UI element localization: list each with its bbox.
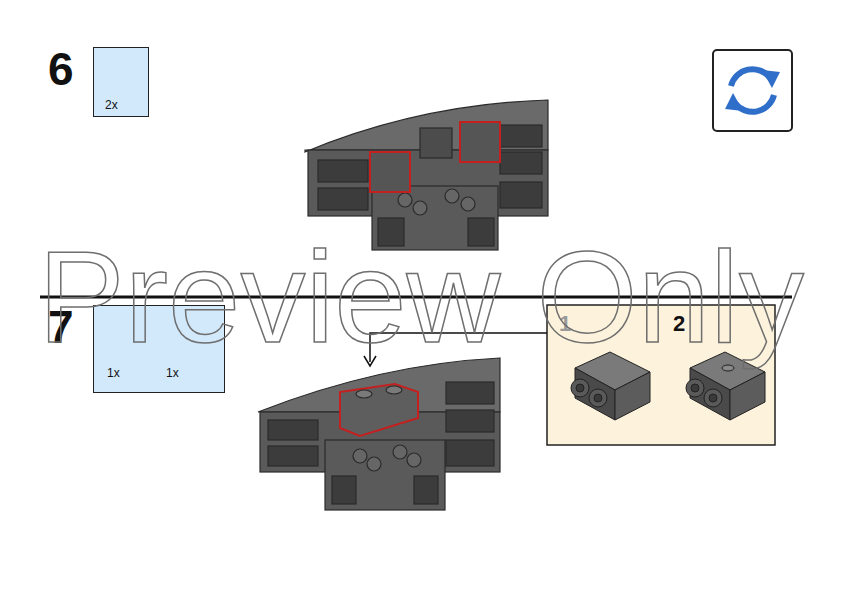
watermark: Preview Only xyxy=(38,232,804,362)
step-number: 6 xyxy=(48,46,74,92)
parts-box: 2x xyxy=(93,47,149,117)
model-step-7 xyxy=(258,358,500,510)
part-count: 1x xyxy=(166,366,179,380)
model-step-6 xyxy=(305,100,548,250)
callout-part xyxy=(571,352,650,420)
callout-part xyxy=(686,352,765,420)
part-count: 1x xyxy=(107,366,120,380)
rotate-icon xyxy=(713,50,792,131)
part-count: 2x xyxy=(105,98,118,112)
